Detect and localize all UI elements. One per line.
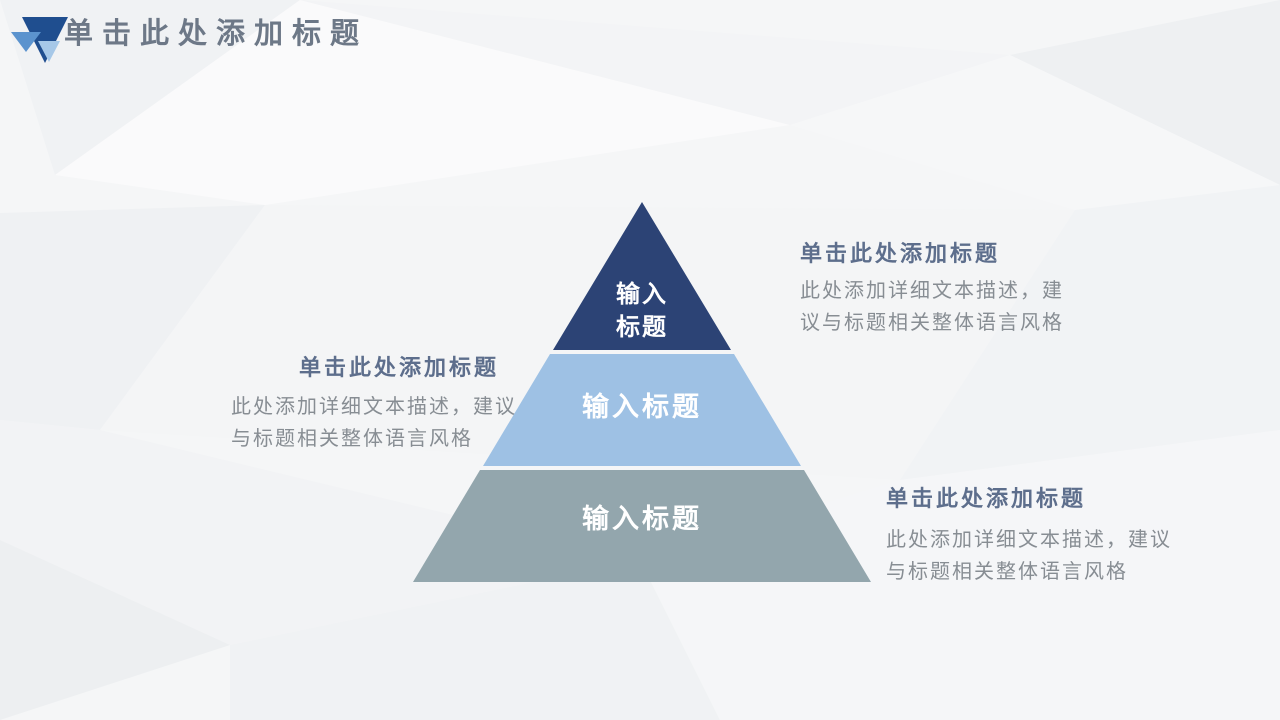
body-line: 与标题相关整体语言风格	[231, 428, 473, 450]
pyramid-tier-top-label[interactable]: 输入 标题	[413, 278, 871, 344]
callout-left-middle-body[interactable]: 此处添加详细文本描述，建议 与标题相关整体语言风格	[231, 391, 517, 455]
pyramid-tier-middle-label[interactable]: 输入标题	[582, 392, 702, 422]
callout-left-middle-heading[interactable]: 单击此处添加标题	[298, 355, 499, 380]
callout-right-bottom-heading[interactable]: 单击此处添加标题	[886, 486, 1087, 511]
callout-right-bottom: 单击此处添加标题 此处添加详细文本描述，建议 与标题相关整体语言风格	[886, 486, 1186, 588]
callout-right-bottom-body[interactable]: 此处添加详细文本描述，建议 与标题相关整体语言风格	[886, 524, 1186, 588]
callout-right-top-heading[interactable]: 单击此处添加标题	[800, 241, 1001, 266]
pyramid-diagram: 输入 标题 输入标题 输入标题	[413, 202, 871, 582]
slide-header: 单击此处添加标题	[0, 0, 1280, 80]
callout-right-top-body[interactable]: 此处添加详细文本描述，建 议与标题相关整体语言风格	[800, 275, 1080, 339]
tier-top-label-line1: 输入	[616, 281, 668, 308]
slide-title-placeholder[interactable]: 单击此处添加标题	[64, 18, 369, 50]
body-line: 此处添加详细文本描述，建	[800, 280, 1064, 302]
body-line: 此处添加详细文本描述，建议	[231, 396, 517, 418]
tier-top-label-line2: 标题	[616, 314, 668, 341]
callout-right-top: 单击此处添加标题 此处添加详细文本描述，建 议与标题相关整体语言风格	[800, 241, 1080, 339]
callout-left-middle: 单击此处添加标题 此处添加详细文本描述，建议 与标题相关整体语言风格	[231, 355, 517, 455]
pyramid-tier-bottom-label[interactable]: 输入标题	[582, 504, 702, 534]
pyramid-tier-bottom[interactable]	[413, 470, 871, 582]
body-line: 与标题相关整体语言风格	[886, 561, 1128, 583]
body-line: 议与标题相关整体语言风格	[800, 312, 1064, 334]
logo-triangles-icon	[10, 16, 70, 66]
body-line: 此处添加详细文本描述，建议	[886, 529, 1172, 551]
